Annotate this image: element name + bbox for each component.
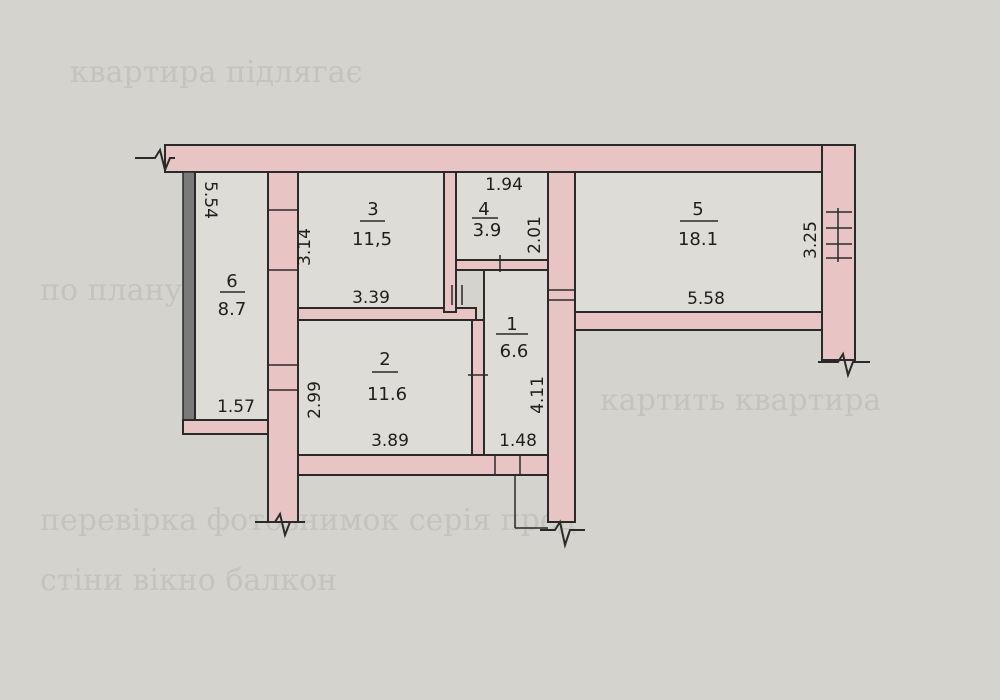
top-wall — [164, 144, 856, 173]
background-text-line: перевірка фотознимок серія пред — [40, 503, 576, 538]
room-6-area: 8.7 — [218, 299, 247, 320]
balcony-bottom-wall — [182, 419, 269, 435]
dim-room6-width: 1.57 — [217, 397, 255, 417]
room-5 — [574, 171, 823, 313]
room-1-area: 6.6 — [500, 341, 529, 362]
break-symbol — [135, 147, 175, 174]
walls — [164, 144, 856, 523]
room5-bottom-wall — [574, 311, 823, 331]
room-1 — [483, 269, 549, 456]
center-wall — [547, 171, 576, 523]
dim-room1-width: 1.48 — [499, 431, 537, 451]
balcony-wall — [182, 171, 196, 428]
dim-room5-width: 5.58 — [687, 289, 725, 309]
dim-room6-length: 5.54 — [200, 181, 220, 219]
background-text-line: картить квартира — [600, 383, 881, 418]
break-symbol — [818, 351, 870, 379]
dim-room2-height: 2.99 — [305, 381, 325, 419]
break-symbol — [540, 519, 585, 549]
room-5-number: 5 — [692, 199, 703, 220]
dim-room2-width: 3.89 — [371, 431, 409, 451]
room-3-area: 11,5 — [352, 229, 392, 250]
left-inner-wall — [267, 171, 299, 523]
room-4 — [455, 171, 549, 261]
room-labels: 6 8.7 3 11,5 4 3.9 5 18.1 2 11.6 1 6.6 — [218, 199, 718, 405]
room-2-area: 11.6 — [367, 384, 407, 405]
room-6-number: 6 — [226, 271, 237, 292]
room-3-number: 3 — [367, 199, 378, 220]
break-symbol — [255, 511, 305, 539]
room-4-area: 3.9 — [473, 220, 502, 241]
background-text-line: стіни вікно балкон — [40, 563, 337, 598]
room-3 — [297, 171, 445, 309]
openings — [268, 208, 852, 475]
room4-bottom-wall — [455, 259, 549, 271]
rooms — [194, 171, 823, 456]
room-5-area: 18.1 — [678, 229, 718, 250]
room2-right-wall — [471, 319, 485, 456]
background-text: квартира підлягає картить квартира перев… — [40, 55, 881, 598]
room-4-number: 4 — [478, 199, 489, 220]
background-text-line: по плану — [40, 273, 183, 308]
dimension-labels: 5.54 1.57 3.14 3.39 1.94 2.01 2.99 3.89 … — [200, 175, 821, 451]
room3-right-wall — [443, 171, 457, 313]
dim-room4-width: 1.94 — [485, 175, 523, 195]
room-2-number: 2 — [379, 349, 390, 370]
room-1-number: 1 — [506, 314, 517, 335]
bottom-wall — [297, 454, 549, 476]
background-text-line: квартира підлягає — [70, 55, 362, 90]
break-symbols — [135, 147, 870, 549]
dim-room3-height: 3.14 — [295, 228, 315, 266]
room-6 — [194, 171, 269, 421]
dim-room3-width: 3.39 — [352, 288, 390, 308]
room-2 — [297, 319, 473, 456]
dim-room1-length: 4.11 — [528, 376, 548, 414]
dim-room4-height: 2.01 — [525, 216, 545, 254]
dim-room5-height: 3.25 — [801, 221, 821, 259]
